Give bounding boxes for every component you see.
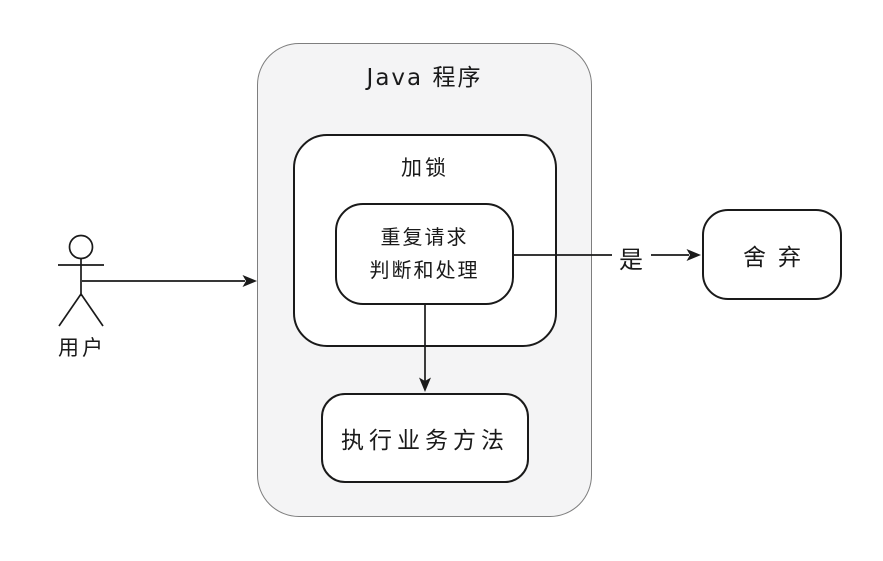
duplicate-check-node: 重复请求 判断和处理 bbox=[335, 203, 514, 305]
java-program-title: Java 程序 bbox=[366, 65, 483, 91]
actor-label: 用户 bbox=[58, 336, 106, 360]
execute-business-node: 执行业务方法 bbox=[321, 393, 529, 483]
discard-label: 舍弃 bbox=[743, 244, 813, 271]
stick-figure-actor-icon bbox=[58, 234, 104, 327]
arrow-user-to-program bbox=[82, 275, 257, 287]
lock-label: 加锁 bbox=[401, 156, 449, 180]
edge-label-yes: 是 bbox=[619, 246, 643, 274]
discard-node: 舍弃 bbox=[702, 209, 842, 300]
duplicate-check-line2: 判断和处理 bbox=[369, 258, 480, 282]
duplicate-check-line1: 重复请求 bbox=[380, 225, 469, 249]
execute-business-label: 执行业务方法 bbox=[341, 428, 509, 454]
